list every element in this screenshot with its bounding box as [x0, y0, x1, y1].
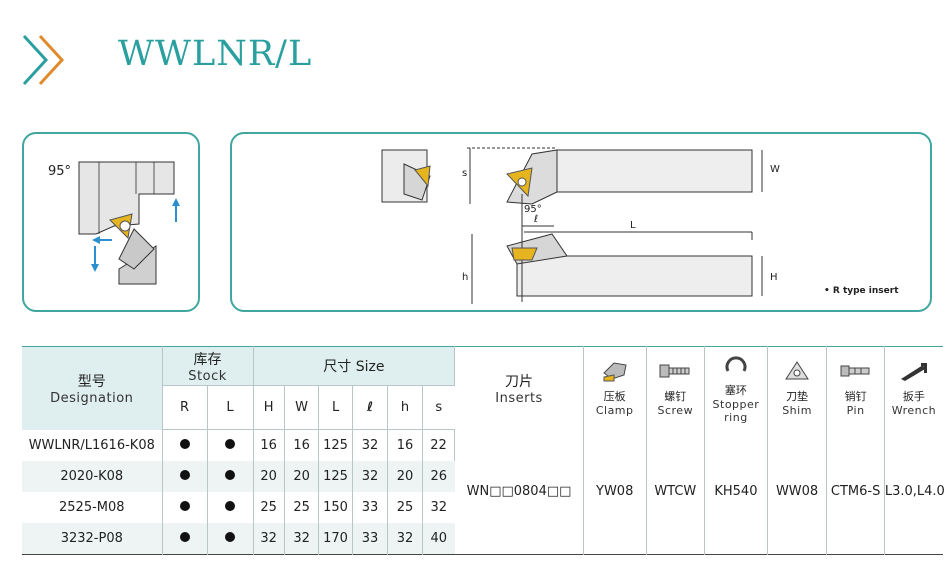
angle-label: 95°: [48, 164, 72, 179]
stock-r-cell: [162, 523, 208, 555]
designation-cell: 2020-K08: [22, 461, 163, 492]
size-s-header: s: [422, 385, 455, 430]
size-cell: 33: [352, 492, 389, 523]
size-cell: 33: [352, 523, 389, 555]
screw-cell: WTCW: [646, 429, 706, 555]
stock-l-cell: [207, 461, 254, 492]
stock-l-cell: [207, 523, 254, 555]
size-cell: 16: [253, 429, 285, 461]
size-cell: 40: [422, 523, 455, 555]
size-H-header: H: [253, 385, 285, 430]
in-stock-dot-icon: [225, 501, 235, 511]
size-ell-header: ℓ: [352, 385, 389, 430]
stock-r-cell: [162, 461, 208, 492]
size-cell: 125: [318, 429, 353, 461]
shim-cell: WW08: [767, 429, 828, 555]
dim-H-label: H: [770, 272, 778, 283]
wrench-icon: [900, 363, 927, 382]
pin-cell: CTM6-S: [826, 429, 885, 555]
page-title: WWLNR/L: [118, 34, 313, 74]
stock-l-header: L: [207, 385, 254, 430]
size-cell: 20: [284, 461, 320, 492]
in-stock-dot-icon: [179, 470, 190, 480]
in-stock-dot-icon: [225, 532, 235, 542]
size-cell: 22: [422, 429, 456, 461]
size-cell: 32: [430, 500, 448, 515]
insert-cell: WN□□0804□□: [454, 429, 584, 555]
size-cell: 32: [284, 523, 320, 555]
dim-angle-label: 95°: [524, 204, 542, 215]
size-cell: 16: [284, 429, 320, 461]
holder-top-view-drawing: [78, 161, 180, 285]
in-stock-dot-icon: [179, 501, 190, 511]
angle-diagram-panel: 95°: [22, 132, 200, 312]
size-header: 尺寸 Size: [253, 346, 456, 386]
stock-r-cell: [162, 492, 208, 523]
size-cell: 20: [387, 461, 423, 492]
stopper-ring-icon: [725, 356, 747, 372]
size-cell: 32: [253, 523, 285, 555]
size-cell: 20: [253, 461, 285, 492]
size-cell: 25: [253, 492, 285, 523]
table-row: 2525-M08 25 25 150 33 25 32: [22, 492, 943, 523]
designation-cell: WWLNR/L1616-K08: [22, 429, 163, 461]
size-cell: 26: [422, 461, 455, 492]
stock-r-cell: [162, 429, 208, 461]
designation-cell: 3232-P08: [22, 523, 163, 555]
stopper-ring-cell: KH540: [704, 429, 768, 555]
in-stock-dot-icon: [179, 439, 190, 449]
dim-ell-label: ℓ: [534, 214, 539, 225]
dim-s-label: s: [462, 168, 468, 179]
size-cell: 170: [318, 523, 353, 555]
in-stock-dot-icon: [179, 532, 190, 542]
dim-l-label: L: [630, 220, 636, 231]
size-cell: 32: [352, 429, 389, 461]
stock-r-header: R: [162, 385, 208, 430]
dim-h-label: h: [462, 272, 469, 283]
wrench-cell: L3.0,L4.0: [884, 484, 945, 500]
r-type-insert-note: • R type insert: [824, 286, 899, 296]
table-row: 3232-P08 32 32 170 33 32 40: [22, 523, 943, 555]
size-cell: 150: [318, 492, 353, 523]
size-cell: 25: [387, 492, 423, 523]
size-W-header: W: [284, 385, 320, 430]
in-stock-dot-icon: [225, 439, 235, 449]
stock-l-cell: [207, 492, 254, 523]
size-cell: 25: [284, 492, 320, 523]
chevron-logo-icon: [22, 34, 65, 86]
clamp-icon: [602, 362, 627, 382]
size-cell: 32: [352, 461, 389, 492]
screw-icon: [659, 364, 690, 378]
size-cell: 32: [387, 523, 423, 555]
in-stock-dot-icon: [225, 470, 235, 480]
size-L-header: L: [318, 385, 353, 430]
size-cell: 125: [318, 461, 353, 492]
size-h-header: h: [387, 385, 423, 430]
clamp-cell: YW08: [583, 429, 647, 555]
dimension-diagram-panel: s W 95° ℓ L h H • R type insert: [230, 132, 932, 312]
size-cell: 16: [387, 429, 423, 461]
pin-icon: [840, 365, 870, 377]
table-row: WWLNR/L1616-K08 16 16 125 32 16 22 WN□□0…: [22, 429, 945, 555]
stock-l-cell: [207, 429, 254, 461]
dim-w-label: W: [770, 164, 780, 175]
holder-dimension-drawing: [381, 147, 763, 304]
designation-cell: 2525-M08: [22, 492, 163, 523]
shim-icon: [785, 361, 809, 380]
table-row: 2020-K08 20 20 125 32 20 26: [22, 461, 943, 492]
